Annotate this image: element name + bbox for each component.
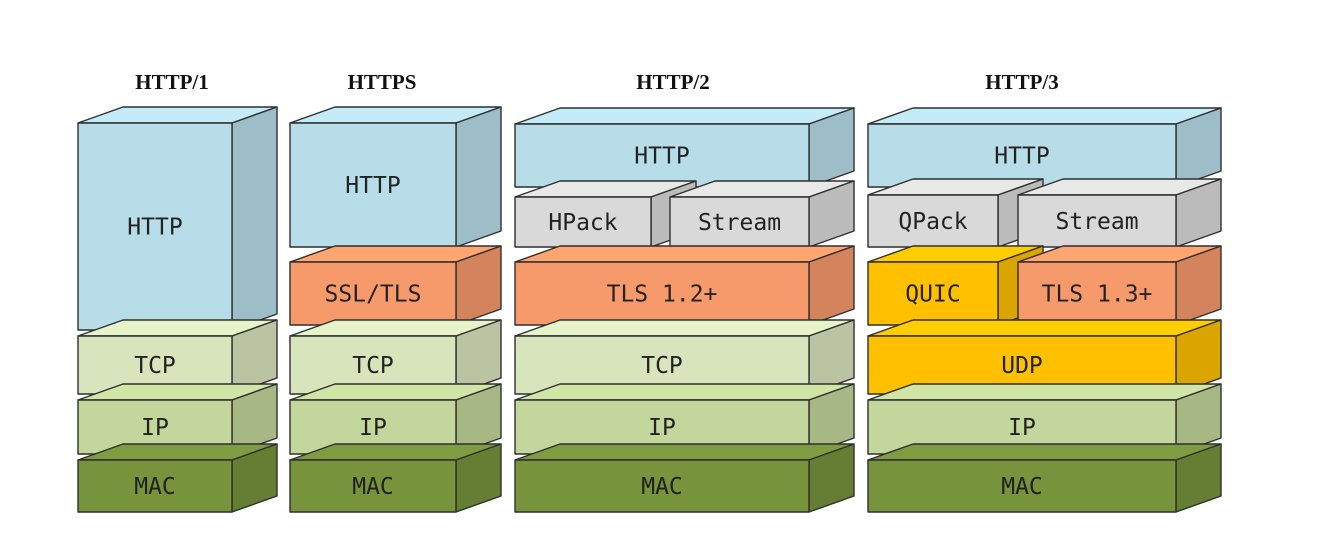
block-top-face	[514, 245, 855, 263]
blocks-layer: HTTP TCP IP MAC HTTP SSL/TLS TCP IP MAC HTTP HPack…	[77, 106, 1222, 513]
layer-block-h2-http: HTTP	[514, 107, 855, 188]
block-front-face	[514, 459, 810, 513]
block-label: QPack	[898, 209, 967, 235]
block-label: MAC	[1001, 474, 1043, 500]
block-front-face	[514, 196, 652, 248]
layer-block-h2-hpack: HPack	[514, 180, 697, 248]
layer-block-h3-quic: QUIC	[867, 245, 1044, 326]
block-label: MAC	[641, 474, 683, 500]
layer-block-h2-tcp: TCP	[514, 319, 855, 395]
block-label: TLS 1.3+	[1042, 282, 1153, 308]
block-label: TLS 1.2+	[607, 282, 718, 308]
block-top-face	[514, 383, 855, 401]
column-title-http3: HTTP/3	[985, 70, 1059, 94]
layer-block-h2-ip: IP	[514, 383, 855, 455]
block-front-face	[1017, 261, 1177, 326]
block-label: SSL/TLS	[325, 282, 422, 308]
block-label: HTTP	[994, 144, 1049, 170]
column-title-http2: HTTP/2	[636, 70, 710, 94]
block-front-face	[867, 261, 999, 326]
block-label: MAC	[134, 474, 176, 500]
block-label: HTTP	[127, 215, 182, 241]
block-side-face	[231, 106, 278, 331]
layer-block-hs-mac: MAC	[289, 443, 502, 513]
column-title-https: HTTPS	[348, 70, 417, 94]
layer-block-h3-http: HTTP	[867, 107, 1222, 188]
block-top-face	[514, 107, 855, 125]
block-front-face	[867, 459, 1177, 513]
block-label: IP	[141, 415, 169, 441]
layer-block-h1-http: HTTP	[77, 106, 278, 331]
block-top-face	[867, 443, 1222, 461]
layer-block-h3-mac: MAC	[867, 443, 1222, 513]
layer-block-hs-http: HTTP	[289, 106, 502, 248]
block-label: QUIC	[905, 282, 960, 308]
layer-block-h2-mac: MAC	[514, 443, 855, 513]
layer-block-hs-ssl: SSL/TLS	[289, 245, 502, 326]
block-label: IP	[359, 415, 387, 441]
block-top-face	[514, 443, 855, 461]
block-label: TCP	[352, 353, 394, 379]
layer-block-h3-tls: TLS 1.3+	[1017, 245, 1222, 326]
block-front-face	[867, 123, 1177, 188]
layer-block-h2-tls: TLS 1.2+	[514, 245, 855, 326]
block-front-face	[1017, 194, 1177, 248]
block-front-face	[514, 261, 810, 326]
block-label: Stream	[698, 210, 781, 236]
block-top-face	[867, 319, 1222, 337]
layer-block-h3-udp: UDP	[867, 319, 1222, 395]
block-label: Stream	[1055, 209, 1138, 235]
block-front-face	[669, 196, 810, 248]
block-front-face	[77, 122, 233, 331]
block-label: TCP	[641, 353, 683, 379]
block-label: IP	[1008, 415, 1036, 441]
block-top-face	[867, 107, 1222, 125]
layer-block-h3-stream: Stream	[1017, 178, 1222, 248]
block-front-face	[289, 122, 457, 248]
block-top-face	[514, 319, 855, 337]
block-front-face	[77, 459, 233, 513]
block-top-face	[867, 383, 1222, 401]
block-label: HTTP	[345, 173, 400, 199]
layer-block-hs-tcp: TCP	[289, 319, 502, 395]
block-front-face	[289, 261, 457, 326]
column-titles: HTTP/1 HTTPS HTTP/2 HTTP/3	[135, 70, 1059, 94]
layer-block-h1-tcp: TCP	[77, 319, 278, 395]
block-front-face	[867, 194, 999, 248]
block-front-face	[514, 123, 810, 188]
block-label: HPack	[548, 210, 617, 236]
block-side-face	[455, 106, 502, 248]
column-title-http1: HTTP/1	[135, 70, 209, 94]
block-label: HTTP	[634, 144, 689, 170]
block-label: MAC	[352, 474, 394, 500]
layer-block-h3-qpack: QPack	[867, 178, 1044, 248]
layer-block-h1-mac: MAC	[77, 443, 278, 513]
block-label: UDP	[1001, 353, 1043, 379]
block-front-face	[289, 459, 457, 513]
block-label: TCP	[134, 353, 176, 379]
block-label: IP	[648, 415, 676, 441]
layer-block-h2-stream: Stream	[669, 180, 855, 248]
